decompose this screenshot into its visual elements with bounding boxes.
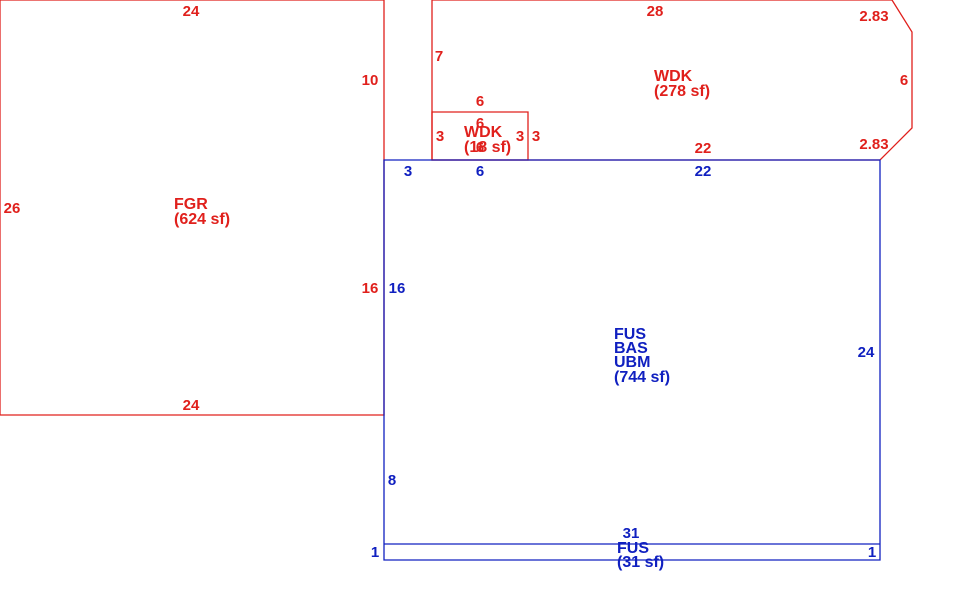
dim-main-top-left: 3 xyxy=(404,163,412,180)
dim-strip-left: 1 xyxy=(371,544,379,561)
main-label-bas: BAS xyxy=(614,340,648,357)
dim-strip-right: 1 xyxy=(868,544,876,561)
fgr-area: (624 sf) xyxy=(174,211,230,228)
dim-main-right: 24 xyxy=(858,344,875,361)
dim-small-left: 3 xyxy=(436,128,444,145)
main-label-ubm: UBM xyxy=(614,354,650,371)
wdk-large-label: WDK xyxy=(654,68,693,85)
dim-fgr-bottom: 24 xyxy=(183,397,200,414)
dim-small-inner-bottom: 6 xyxy=(476,139,484,156)
dim-small-top: 6 xyxy=(476,93,484,110)
dim-fgr-right-lower: 16 xyxy=(362,280,379,297)
dim-main-top-mid: 6 xyxy=(476,163,484,180)
wdk-small-label: WDK xyxy=(464,124,503,141)
fus-strip-area: (31 sf) xyxy=(617,554,664,571)
dim-wdk-bottom: 22 xyxy=(695,140,712,157)
dim-small-right: 3 xyxy=(532,128,540,145)
dim-wdk-chamfer-bottom: 2.83 xyxy=(859,136,888,153)
wdk-small-area: (18 sf) xyxy=(464,139,511,156)
dim-wdk-left: 7 xyxy=(435,48,443,65)
dim-main-bottom: 31 xyxy=(623,525,640,542)
dim-main-left-lower: 8 xyxy=(388,472,396,489)
dim-main-left-upper: 16 xyxy=(389,280,406,297)
dim-fgr-top: 24 xyxy=(183,3,200,20)
fgr-label: FGR xyxy=(174,196,208,213)
main-label-fus: FUS xyxy=(614,326,646,343)
dim-main-top-right: 22 xyxy=(695,163,712,180)
fus-strip-label: FUS xyxy=(617,540,649,557)
dim-wdk-chamfer-top: 2.83 xyxy=(859,8,888,25)
dim-wdk-right: 6 xyxy=(900,72,908,89)
dim-small-inner-left: 3 xyxy=(516,128,524,145)
dim-small-inner-top: 6 xyxy=(476,115,484,132)
main-area: (744 sf) xyxy=(614,369,670,386)
dim-wdk-top: 28 xyxy=(647,3,664,20)
wdk-large-area: (278 sf) xyxy=(654,83,710,100)
dim-fgr-right-upper: 10 xyxy=(362,72,379,89)
main-house-outline xyxy=(383,159,881,561)
dim-fgr-left: 26 xyxy=(4,200,21,217)
